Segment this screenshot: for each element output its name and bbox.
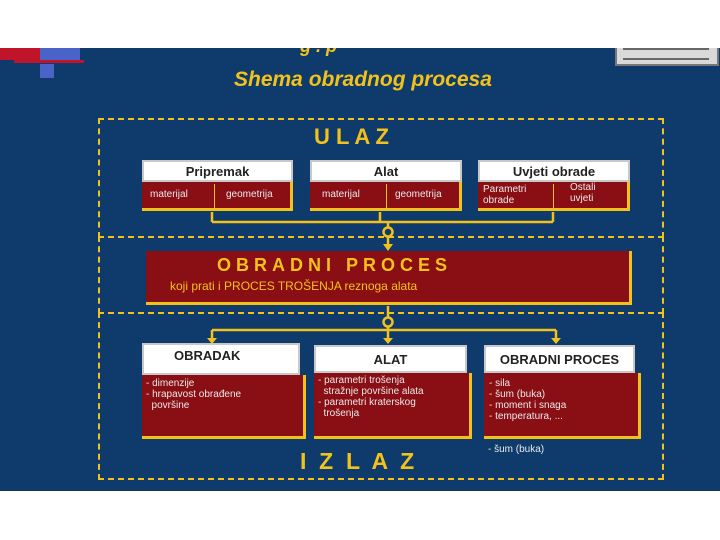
izlaz-proces-item: - temperatura, ...	[489, 411, 563, 422]
card-izlaz-alat-header: ALAT	[314, 345, 467, 373]
card-obradak-body	[142, 375, 306, 439]
card-obradak-header: OBRADAK	[142, 343, 300, 375]
izlaz-proces-item: - moment i snaga	[489, 400, 567, 411]
card-izlaz-proces-header: OBRADNI PROCES	[484, 345, 635, 373]
decor-red-block	[0, 48, 40, 60]
junction-node	[382, 226, 394, 238]
card-alat-header: Alat	[310, 160, 462, 182]
flow-connectors	[207, 212, 561, 344]
arrowhead	[383, 338, 393, 344]
uvjeti-cell-other: Ostali uvjeti	[570, 182, 596, 204]
obradak-list: - dimenzije - hrapavost obrađene površin…	[146, 378, 241, 411]
obradak-item: - dimenzije	[146, 378, 195, 389]
card-izlaz-proces-body	[484, 373, 641, 439]
logo-image	[615, 48, 719, 66]
card-alat-divider	[386, 184, 387, 208]
uvjeti-cell-parameters: Parametri obrade	[483, 184, 527, 206]
izlaz-alat-item: trošenja	[318, 408, 360, 419]
extra-note: - šum (buka)	[488, 444, 545, 455]
pripremak-cell-material: materijal	[150, 189, 188, 200]
izlaz-proces-list: - sila - šum (buka) - moment i snaga - t…	[489, 378, 566, 422]
izlaz-alat-item: stražnje površine alata	[318, 386, 424, 397]
decor-red-line	[14, 60, 84, 63]
arrowhead	[551, 338, 561, 344]
obradak-item: - hrapavost obrađene	[146, 389, 242, 400]
izlaz-alat-item: - parametri trošenja	[318, 375, 405, 386]
card-uvjeti-header: Uvjeti obrade	[478, 160, 630, 182]
ulaz-label: U L A Z	[314, 124, 389, 149]
izlaz-alat-item: - parametri kraterskog	[318, 397, 416, 408]
card-uvjeti-divider	[553, 184, 554, 208]
alat-cell-geometry: geometrija	[395, 189, 442, 200]
slide: g . p Shema obradnog procesa U L A Z Pri…	[0, 48, 720, 491]
izlaz-proces-item: - šum (buka)	[489, 389, 546, 400]
alat-cell-material: materijal	[322, 189, 360, 200]
card-izlaz-alat-body	[314, 373, 472, 439]
card-pripremak-header: Pripremak	[142, 160, 293, 182]
card-pripremak-divider	[214, 184, 215, 208]
junction-node	[382, 316, 394, 328]
arrowhead	[383, 244, 393, 251]
arrowhead	[207, 338, 217, 344]
card-pripremak-body	[142, 182, 293, 211]
pripremak-cell-geometry: geometrija	[226, 189, 273, 200]
slide-title: Shema obradnog procesa	[234, 68, 492, 91]
card-uvjeti-body	[478, 182, 630, 211]
izlaz-proces-item: - sila	[489, 378, 511, 389]
cut-off-heading: g . p	[300, 48, 337, 57]
izlaz-label: I Z L A Z	[300, 448, 415, 474]
obradni-proces-box	[146, 251, 632, 305]
decor-blue-block	[40, 48, 80, 62]
obradni-proces-title: OBRADNI PROCES	[217, 255, 453, 275]
obradni-proces-subtitle: koji prati i PROCES TROŠENJA reznoga ala…	[170, 279, 418, 293]
izlaz-alat-list: - parametri trošenja stražnje površine a…	[318, 375, 424, 419]
obradak-item: površine	[146, 400, 190, 411]
izlaz-region	[98, 312, 664, 480]
decor-blue-small	[40, 64, 54, 78]
